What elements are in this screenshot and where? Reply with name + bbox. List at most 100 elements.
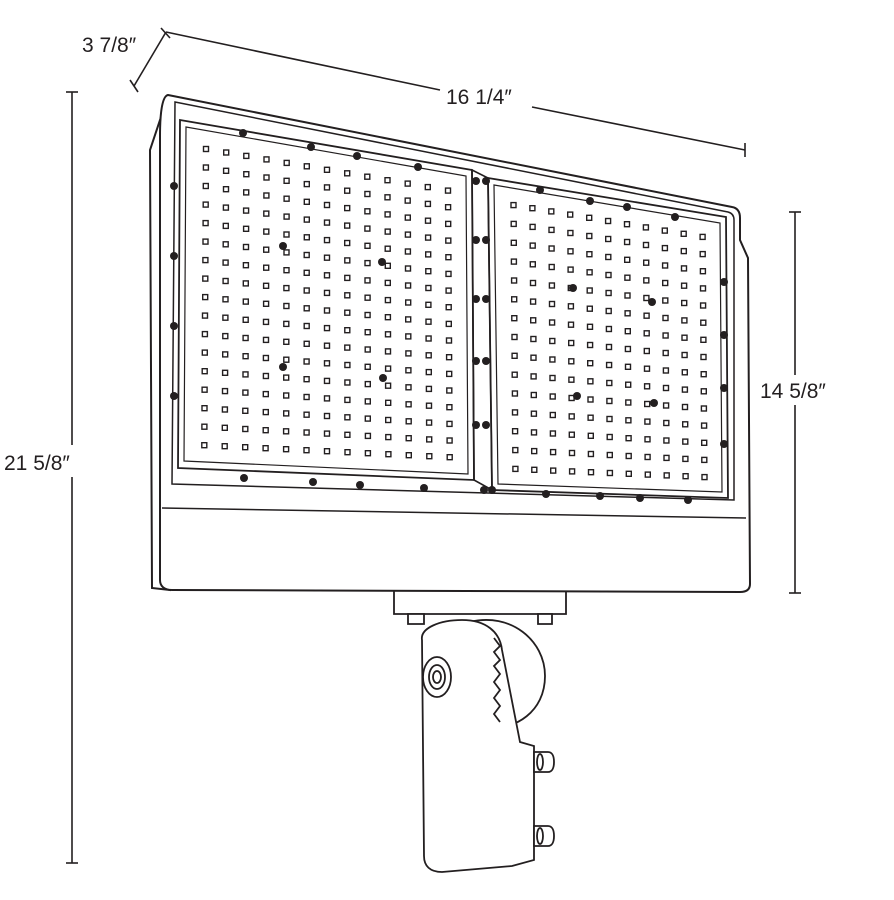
led-chip <box>201 330 209 338</box>
led-chip <box>202 164 210 171</box>
led-chip <box>644 471 651 478</box>
led-chip <box>512 446 519 454</box>
led-chip <box>605 343 613 351</box>
led-chip <box>643 312 650 319</box>
screw <box>170 182 178 190</box>
led-chip <box>385 433 392 441</box>
led-chip <box>644 436 651 443</box>
led-chip <box>323 430 331 437</box>
led-chip <box>384 211 391 218</box>
screw <box>378 258 386 266</box>
led-chip <box>283 392 290 399</box>
led-chip <box>700 405 708 412</box>
led-chip <box>530 335 537 343</box>
led-chip <box>303 429 310 436</box>
led-chip <box>202 238 209 245</box>
led-chip <box>283 249 290 256</box>
screw <box>307 143 315 151</box>
led-chip <box>661 227 668 234</box>
led-chip <box>405 384 412 391</box>
led-chip <box>384 279 391 287</box>
led-chip <box>221 351 229 358</box>
led-chip <box>242 243 250 251</box>
led-chip <box>548 300 556 308</box>
led-chip <box>548 319 556 326</box>
led-chip <box>681 334 688 341</box>
led-chip <box>222 314 229 321</box>
led-chip <box>605 253 612 261</box>
led-chip <box>364 173 371 180</box>
led-chip <box>283 374 290 381</box>
led-chip <box>262 336 270 344</box>
led-chip <box>643 365 651 372</box>
led-chip <box>384 262 391 269</box>
led-chip <box>512 465 519 473</box>
led-chip <box>625 470 632 477</box>
led-chip <box>700 422 708 429</box>
screw <box>671 213 679 221</box>
led-chip <box>587 414 594 421</box>
led-chip <box>303 163 310 170</box>
led-chip <box>243 170 250 178</box>
led-chip <box>242 262 250 269</box>
led-chip <box>344 414 351 421</box>
led-chip <box>201 442 208 449</box>
screw <box>542 490 550 498</box>
led-chip <box>405 418 412 425</box>
led-chip <box>243 152 250 160</box>
led-chip <box>548 263 555 271</box>
led-chip <box>222 259 229 266</box>
led-chip <box>662 349 669 357</box>
led-chip <box>404 197 411 204</box>
led-chip <box>445 237 452 244</box>
led-chip <box>303 251 310 259</box>
screw <box>472 357 480 365</box>
screw <box>720 440 728 448</box>
led-chip <box>323 360 331 367</box>
screw <box>648 298 656 306</box>
led-chip <box>606 469 614 477</box>
led-chip <box>344 327 351 334</box>
led-chip <box>263 228 270 235</box>
led-chip <box>242 407 249 414</box>
led-chip <box>425 251 432 258</box>
led-chip <box>262 282 270 289</box>
screw <box>482 177 490 185</box>
led-chip <box>587 432 594 439</box>
led-chip <box>511 390 519 397</box>
depth-label: 3 7/8″ <box>82 34 137 57</box>
led-chip <box>384 296 392 304</box>
led-chip <box>201 423 208 430</box>
led-chip <box>222 296 229 303</box>
led-chip <box>344 309 351 316</box>
led-chip <box>444 187 452 194</box>
led-chip <box>323 166 331 174</box>
led-chip <box>323 184 331 191</box>
led-chip <box>262 427 269 434</box>
led-chip <box>530 317 537 324</box>
led-chip <box>623 220 631 228</box>
led-chip <box>242 334 249 342</box>
led-chip <box>221 406 229 413</box>
led-chip <box>262 300 270 307</box>
led-chip <box>699 302 707 309</box>
led-chip <box>263 264 270 271</box>
screw <box>240 474 248 482</box>
led-chip <box>201 368 208 375</box>
led-chip <box>643 347 650 355</box>
led-chip <box>531 447 538 455</box>
led-chip <box>222 149 230 156</box>
width-dimension-line-right <box>531 106 746 151</box>
led-chip <box>644 418 651 425</box>
led-chip <box>405 435 412 442</box>
led-chip <box>384 245 391 252</box>
screw <box>720 278 728 286</box>
led-panel-right <box>487 176 729 499</box>
led-chip <box>242 298 250 305</box>
led-chip <box>303 216 310 223</box>
led-chip <box>567 321 575 328</box>
led-chip <box>283 338 290 345</box>
led-chip <box>682 438 689 445</box>
led-chip <box>405 401 412 408</box>
